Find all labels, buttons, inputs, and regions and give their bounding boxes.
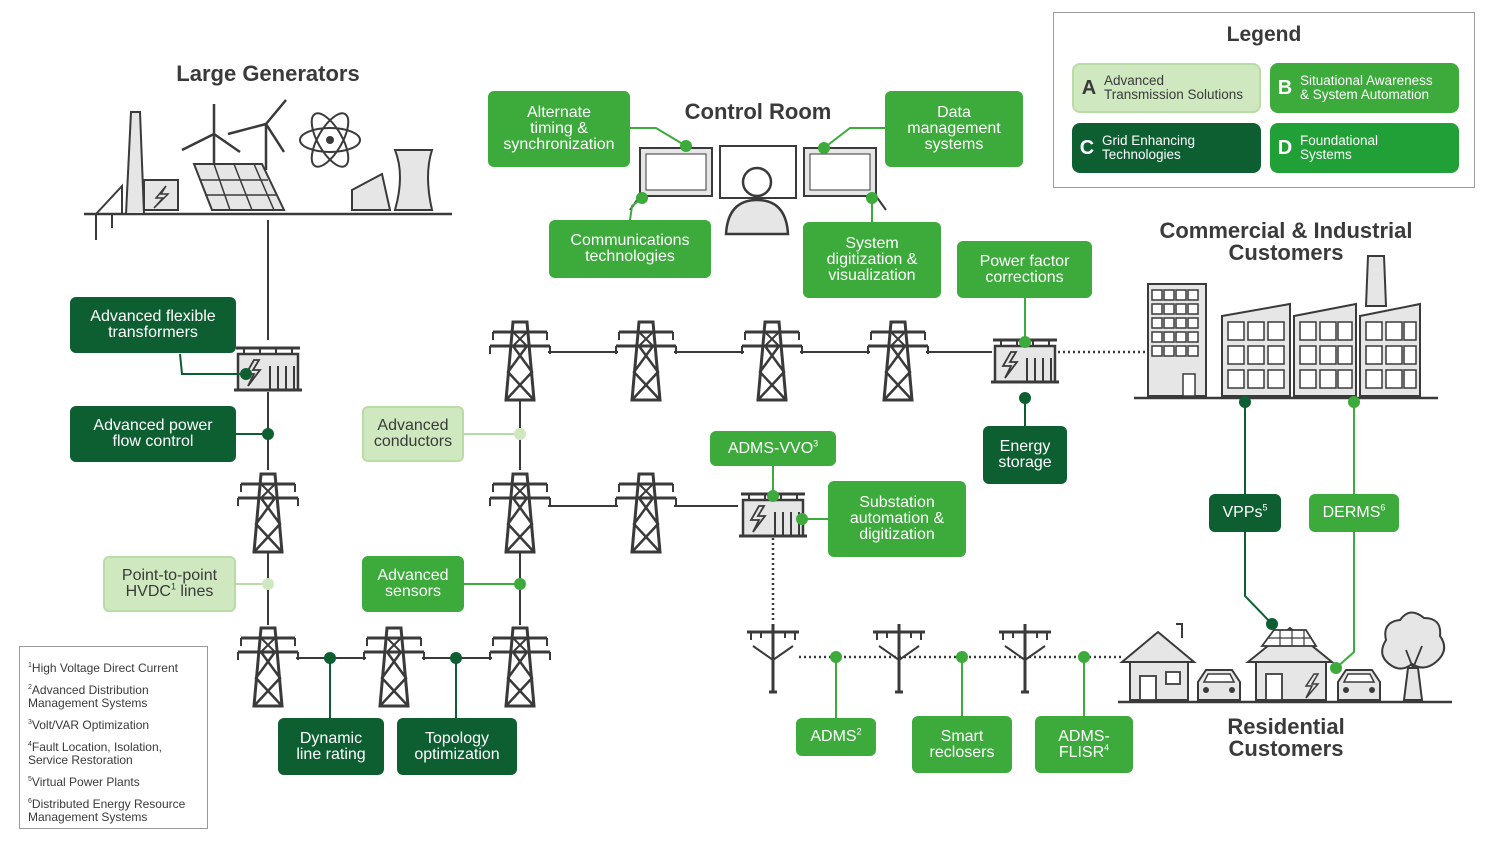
tower-icon bbox=[488, 626, 552, 708]
footnote-3-text: Volt/VAR Optimization bbox=[31, 718, 150, 732]
legend-item-a: A Advanced Transmission Solutions bbox=[1072, 63, 1261, 113]
vpps-footnote-mark: 5 bbox=[1262, 502, 1268, 513]
adms-flisr-label: ADMS- FLISR bbox=[1058, 727, 1110, 761]
smart-reclosers-tag: Smart reclosers bbox=[912, 716, 1012, 773]
adms-flisr-footnote-mark: 4 bbox=[1104, 742, 1110, 753]
legend-letter-b: B bbox=[1277, 76, 1293, 99]
derms-tag: DERMS6 bbox=[1309, 494, 1399, 532]
commercial-buildings-icon bbox=[1134, 255, 1438, 400]
legend-item-b: B Situational Awareness & System Automat… bbox=[1270, 63, 1459, 113]
hvdc-tag: Point-to-point HVDC1 lines bbox=[103, 556, 236, 612]
legend-text-b: Situational Awareness & System Automatio… bbox=[1300, 73, 1433, 102]
tower-icon bbox=[614, 472, 678, 554]
alternate-timing-tag: Alternate timing & synchronization bbox=[488, 91, 630, 167]
adms-label: ADMS bbox=[810, 728, 857, 745]
large-generators-heading: Large Generators bbox=[176, 61, 360, 86]
legend-letter-a: A bbox=[1081, 76, 1097, 99]
footnote-2-number: 2 bbox=[28, 684, 32, 691]
control-room-heading: Control Room bbox=[684, 99, 832, 124]
legend-letter-d: D bbox=[1277, 136, 1293, 159]
advanced-flexible-transformers-tag: Advanced flexible transformers bbox=[70, 297, 236, 353]
footnote-6: 6Distributed Energy Resource Management … bbox=[28, 795, 201, 824]
footnote-4: 4Fault Location, Isolation, Service Rest… bbox=[28, 738, 201, 767]
derms-label: DERMS bbox=[1322, 504, 1381, 521]
footnote-6-text: Distributed Energy Resource Management S… bbox=[28, 797, 186, 824]
footnote-5-number: 5 bbox=[28, 776, 32, 783]
legend-item-d: D Foundational Systems bbox=[1270, 123, 1459, 173]
energy-storage-tag: Energy storage bbox=[983, 426, 1067, 484]
footnote-4-text: Fault Location, Isolation, Service Resto… bbox=[28, 740, 162, 767]
topology-optimization-tag: Topology optimization bbox=[397, 718, 517, 775]
footnote-2-text: Advanced Distribution Management Systems bbox=[28, 683, 149, 710]
residential-customers-heading: Residential Customers bbox=[1227, 714, 1345, 761]
legend-text-d: Foundational Systems bbox=[1300, 133, 1379, 162]
vpps-label: VPPs bbox=[1222, 504, 1263, 521]
legend-title: Legend bbox=[1226, 23, 1302, 46]
adms-vvo-tag: ADMS-VVO3 bbox=[710, 431, 836, 466]
tower-icon bbox=[866, 320, 930, 402]
communications-tag: Communications technologies bbox=[549, 220, 711, 278]
legend-text-a: Advanced Transmission Solutions bbox=[1104, 73, 1244, 102]
footnote-5-text: Virtual Power Plants bbox=[31, 775, 140, 789]
footnote-3: 3Volt/VAR Optimization bbox=[28, 716, 201, 732]
footnote-4-number: 4 bbox=[28, 741, 32, 748]
tower-icon bbox=[488, 472, 552, 554]
footnote-5: 5Virtual Power Plants bbox=[28, 773, 201, 789]
substation-automation-tag: Substation automation & digitization bbox=[828, 481, 966, 557]
pole-icon bbox=[745, 622, 801, 694]
tower-icon bbox=[488, 320, 552, 402]
hvdc-label-tail: lines bbox=[175, 583, 214, 600]
footnotes-box: 1High Voltage Direct Current 2Advanced D… bbox=[19, 646, 208, 829]
generators-icon bbox=[84, 99, 452, 240]
footnote-1-number: 1 bbox=[28, 662, 32, 669]
dynamic-line-rating-tag: Dynamic line rating bbox=[278, 718, 384, 775]
hvdc-label: Point-to-point HVDC bbox=[121, 567, 218, 600]
advanced-sensors-tag: Advanced sensors bbox=[362, 556, 464, 612]
footnote-2: 2Advanced Distribution Management System… bbox=[28, 681, 201, 710]
tower-icon bbox=[614, 320, 678, 402]
power-factor-tag: Power factor corrections bbox=[957, 241, 1092, 298]
adms-vvo-label: ADMS-VVO bbox=[727, 439, 814, 457]
vpps-tag: VPPs5 bbox=[1209, 494, 1281, 532]
commercial-customers-heading: Commercial & Industrial Customers bbox=[1159, 218, 1413, 265]
footnote-3-number: 3 bbox=[28, 719, 32, 726]
advanced-conductors-tag: Advanced conductors bbox=[362, 406, 464, 462]
tower-icon bbox=[362, 626, 426, 708]
legend-text-c: Grid Enhancing Technologies bbox=[1102, 133, 1196, 162]
footnote-1-text: High Voltage Direct Current bbox=[31, 661, 178, 675]
legend: Legend A Advanced Transmission Solutions… bbox=[1053, 12, 1475, 188]
hvdc-footnote-mark: 1 bbox=[170, 581, 176, 592]
adms-tag: ADMS2 bbox=[796, 718, 876, 756]
derms-footnote-mark: 6 bbox=[1380, 502, 1386, 513]
tower-icon bbox=[236, 626, 300, 708]
footnote-6-number: 6 bbox=[28, 798, 32, 805]
adms-vvo-footnote-mark: 3 bbox=[813, 438, 819, 449]
legend-letter-c: C bbox=[1079, 136, 1095, 159]
residential-houses-icon bbox=[1118, 611, 1452, 704]
adms-footnote-mark: 2 bbox=[856, 726, 862, 737]
legend-item-c: C Grid Enhancing Technologies bbox=[1072, 123, 1261, 173]
system-digitization-tag: System digitization & visualization bbox=[803, 222, 941, 298]
advanced-power-flow-tag: Advanced power flow control bbox=[70, 406, 236, 462]
tower-icon bbox=[236, 472, 300, 554]
adms-flisr-tag: ADMS- FLISR4 bbox=[1035, 716, 1133, 773]
data-management-tag: Data management systems bbox=[885, 91, 1023, 167]
tower-icon bbox=[740, 320, 804, 402]
footnote-1: 1High Voltage Direct Current bbox=[28, 659, 201, 675]
